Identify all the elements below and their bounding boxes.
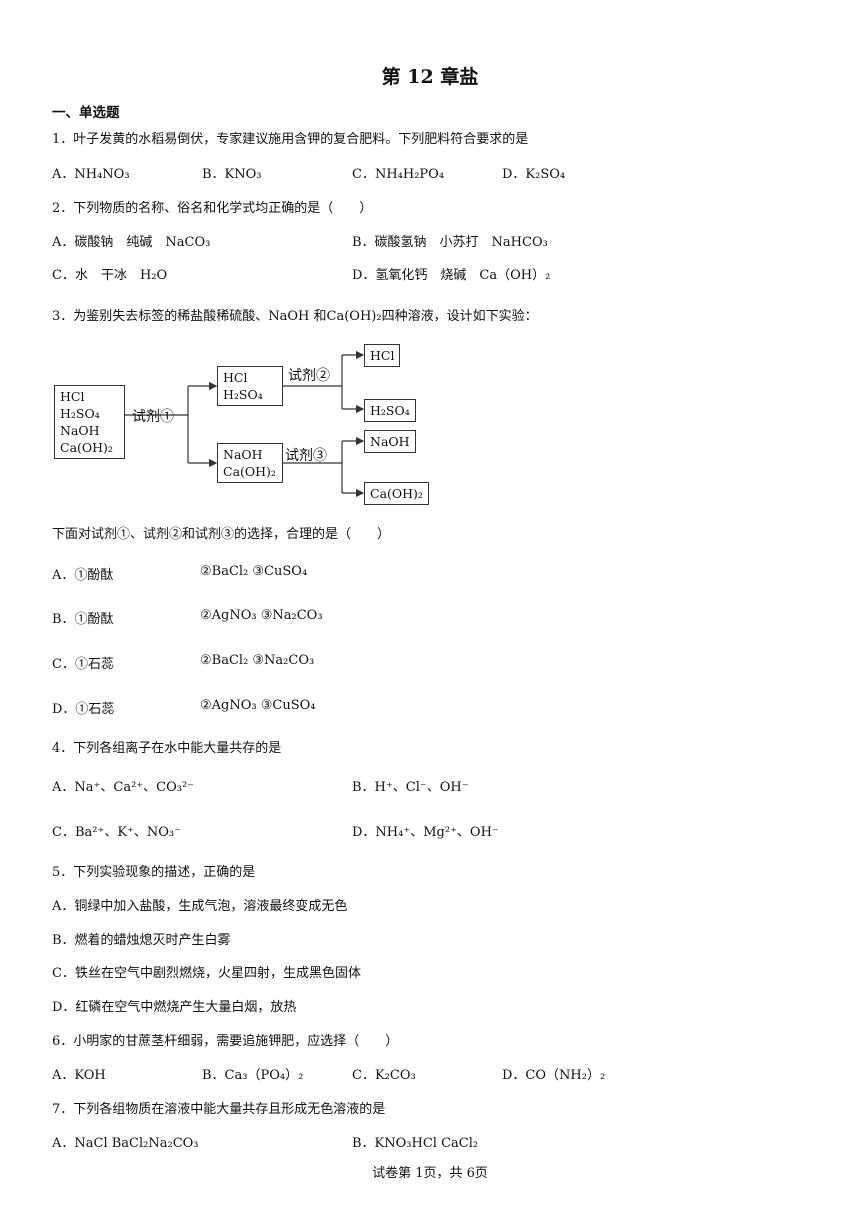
question-6-stem: 6．小明家的甘蔗茎杆细弱，需要追施钾肥，应选择（ ） xyxy=(52,1034,399,1049)
q5-option-c[interactable]: C．铁丝在空气中剧烈燃烧，火星四射，生成黑色固体 xyxy=(52,966,361,981)
mid-top-box: HCl H₂SO₄ xyxy=(217,366,283,406)
question-3-prompt: 下面对试剂①、试剂②和试剂③的选择，合理的是（ ） xyxy=(52,527,391,542)
page-footer: 试卷第 1页，共 6页 xyxy=(372,1166,488,1181)
q1-option-a[interactable]: A．NH₄NO₃ xyxy=(52,167,130,182)
q7-option-b[interactable]: B．KNO₃HCl CaCl₂ xyxy=(352,1136,479,1151)
q2-option-b[interactable]: B．碳酸氢钠 小苏打 NaHCO₃ xyxy=(352,235,548,250)
q6-option-c[interactable]: C．K₂CO₃ xyxy=(352,1068,416,1083)
q4-option-c[interactable]: C．Ba²⁺、K⁺、NO₃⁻ xyxy=(52,825,182,840)
question-2-stem: 2．下列物质的名称、俗名和化学式均正确的是（ ） xyxy=(52,201,373,216)
start-naoh: NaOH xyxy=(60,423,100,438)
q3-option-b-reagents: ②AgNO₃ ③Na₂CO₃ xyxy=(200,608,323,623)
q3-option-c-reagents: ②BaCl₂ ③Na₂CO₃ xyxy=(200,653,315,668)
q1-option-d[interactable]: D．K₂SO₄ xyxy=(502,167,566,182)
q5-option-a[interactable]: A．铜绿中加入盐酸，生成气泡，溶液最终变成无色 xyxy=(52,899,348,914)
out-hcl-box: HCl xyxy=(364,344,401,367)
q6-option-a[interactable]: A．KOH xyxy=(52,1068,106,1083)
q1-option-b[interactable]: B．KNO₃ xyxy=(202,167,262,182)
q3-option-a-reagents: ②BaCl₂ ③CuSO₄ xyxy=(200,564,308,579)
start-caoh2: Ca(OH)₂ xyxy=(60,440,113,455)
q6-option-d[interactable]: D．CO（NH₂）₂ xyxy=(502,1068,606,1083)
reagent-2-label: 试剂② xyxy=(288,368,330,384)
q5-option-d[interactable]: D．红磷在空气中燃烧产生大量白烟，放热 xyxy=(52,1000,297,1015)
q5-option-b[interactable]: B．燃着的蜡烛熄灭时产生白雾 xyxy=(52,933,231,948)
out-naoh-box: NaOH xyxy=(364,430,416,453)
question-4-stem: 4．下列各组离子在水中能大量共存的是 xyxy=(52,741,282,756)
diagram-arrows xyxy=(125,350,365,498)
start-hcl: HCl xyxy=(60,389,85,404)
q2-option-c[interactable]: C．水 干冰 H₂O xyxy=(52,268,168,283)
mid-bottom-naoh: NaOH xyxy=(223,447,263,462)
q7-option-a[interactable]: A．NaCl BaCl₂Na₂CO₃ xyxy=(52,1136,199,1151)
mid-bottom-box: NaOH Ca(OH)₂ xyxy=(217,443,283,483)
q3-option-b[interactable]: B．①酚酞 xyxy=(52,612,114,627)
q3-option-d-reagents: ②AgNO₃ ③CuSO₄ xyxy=(200,698,316,713)
page-title: 第 12 章盐 xyxy=(381,66,479,88)
mid-top-hcl: HCl xyxy=(223,370,248,385)
reagent-3-label: 试剂③ xyxy=(285,448,327,464)
q1-option-c[interactable]: C．NH₄H₂PO₄ xyxy=(352,167,445,182)
mid-top-h2so4: H₂SO₄ xyxy=(223,387,263,402)
start-h2so4: H₂SO₄ xyxy=(60,406,100,421)
q6-option-b[interactable]: B．Ca₃（PO₄）₂ xyxy=(202,1068,304,1083)
out-h2so4-box: H₂SO₄ xyxy=(364,399,416,422)
q4-option-b[interactable]: B．H⁺、Cl⁻、OH⁻ xyxy=(352,780,469,795)
q2-option-d[interactable]: D．氢氧化钙 烧碱 Ca（OH）₂ xyxy=(352,268,551,283)
q3-option-a[interactable]: A．①酚酞 xyxy=(52,568,114,583)
reagent-1-label: 试剂① xyxy=(132,409,174,425)
section-heading: 一、单选题 xyxy=(52,105,120,121)
question-3-stem: 3．为鉴别失去标签的稀盐酸稀硫酸、NaOH 和Ca(OH)₂四种溶液，设计如下实… xyxy=(52,309,538,324)
question-5-stem: 5．下列实验现象的描述，正确的是 xyxy=(52,865,256,880)
question-7-stem: 7．下列各组物质在溶液中能大量共存且形成无色溶液的是 xyxy=(52,1102,386,1117)
q3-option-d[interactable]: D．①石蕊 xyxy=(52,702,115,717)
mid-bottom-caoh2: Ca(OH)₂ xyxy=(223,464,276,479)
experiment-diagram: HCl H₂SO₄ NaOH Ca(OH)₂ 试剂① HCl H₂SO₄ NaO… xyxy=(52,335,432,510)
q3-option-c[interactable]: C．①石蕊 xyxy=(52,657,114,672)
q4-option-a[interactable]: A．Na⁺、Ca²⁺、CO₃²⁻ xyxy=(52,780,195,795)
start-box: HCl H₂SO₄ NaOH Ca(OH)₂ xyxy=(54,385,125,459)
question-1-stem: 1．叶子发黄的水稻易倒伏，专家建议施用含钾的复合肥料。下列肥料符合要求的是 xyxy=(52,132,529,147)
out-caoh2-box: Ca(OH)₂ xyxy=(364,482,429,505)
q2-option-a[interactable]: A．碳酸钠 纯碱 NaCO₃ xyxy=(52,235,211,250)
q4-option-d[interactable]: D．NH₄⁺、Mg²⁺、OH⁻ xyxy=(352,825,499,840)
